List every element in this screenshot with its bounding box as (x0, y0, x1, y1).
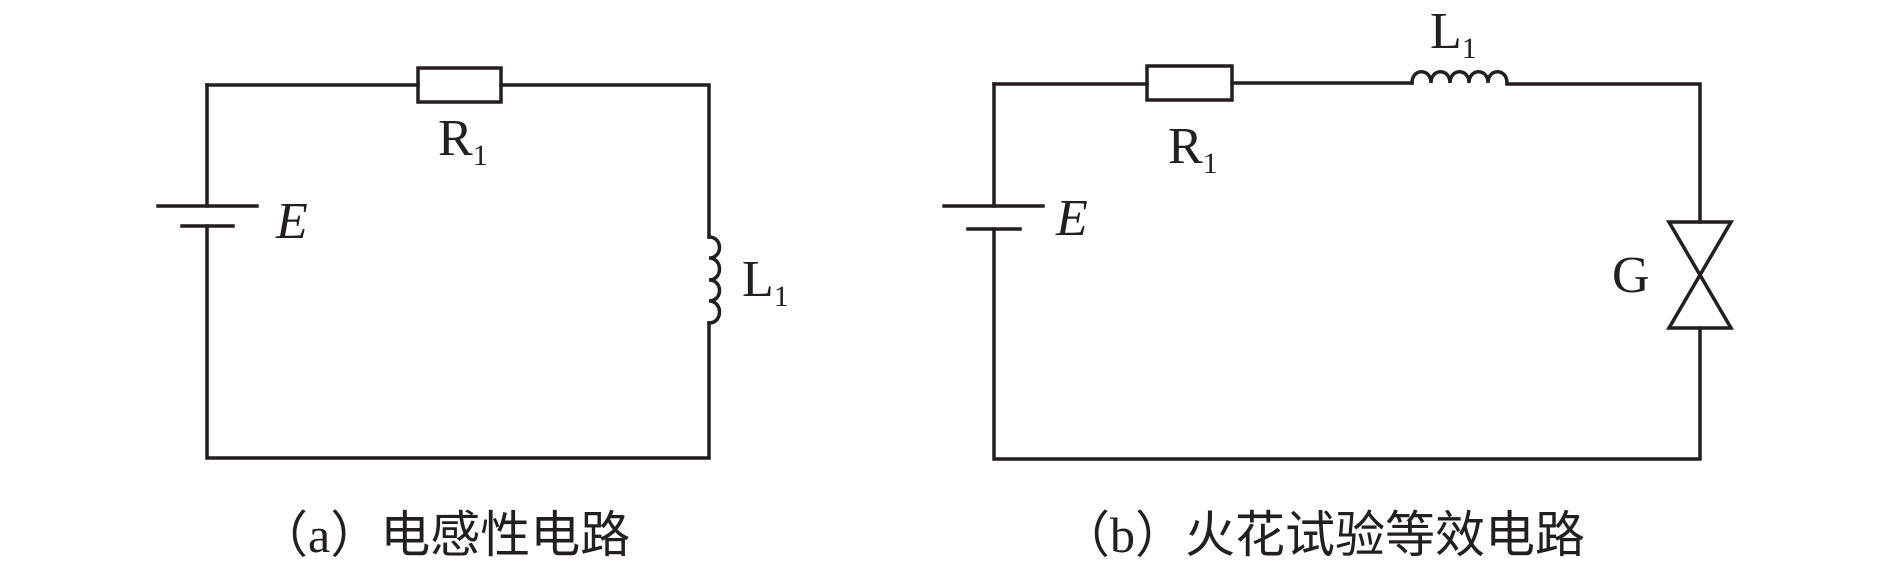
circuit-a-wire-top-right (499, 83, 711, 239)
circuit-a-wire-loop (205, 224, 711, 460)
circuit-b: R1 L1 E G （b）火花试验等效电路 (942, 3, 1735, 563)
circuit-b-inductor-label: L1 (1430, 3, 1477, 65)
circuit-b-resistor (1145, 64, 1234, 102)
circuit-b-wire-top-right (1505, 82, 1702, 224)
circuit-a-inductor-label: L1 (742, 251, 789, 313)
circuit-a-caption: （a）电感性电路 (258, 507, 630, 563)
circuit-a-resistor-label: R1 (438, 110, 488, 172)
circuit-b-caption: （b）火花试验等效电路 (1060, 507, 1585, 563)
circuit-b-spark-gap (1665, 220, 1735, 330)
circuit-b-inductor (1410, 70, 1509, 85)
circuit-a-source-label: E (275, 193, 308, 250)
circuit-a-inductor (707, 235, 722, 325)
circuit-b-gap-label: G (1612, 247, 1650, 304)
circuit-b-source-label: E (1055, 190, 1088, 247)
circuit-a: R1 L1 E （a）电感性电路 (156, 66, 789, 563)
circuit-a-resistor (416, 66, 503, 104)
circuit-b-wire-loop (992, 227, 1702, 461)
circuit-b-resistor-label: R1 (1168, 118, 1218, 180)
